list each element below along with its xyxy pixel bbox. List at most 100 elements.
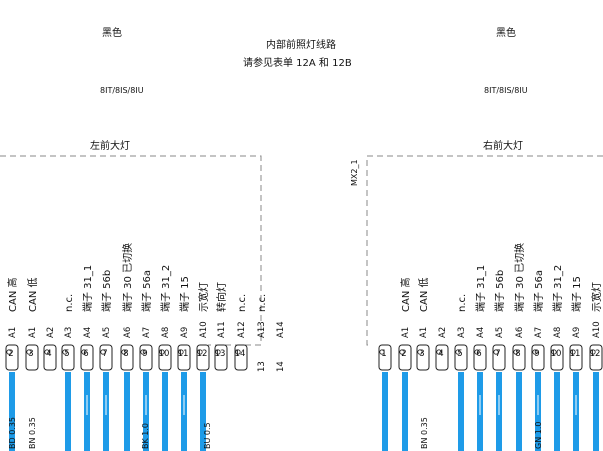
pin-marker xyxy=(493,349,499,355)
pin-marker xyxy=(215,349,221,355)
pin-marker xyxy=(62,349,68,355)
pin-number: 5 xyxy=(64,349,69,359)
pin-number: 14 xyxy=(276,361,286,372)
wire xyxy=(65,372,71,451)
pin-marker xyxy=(178,349,184,355)
pin-number: 6 xyxy=(83,349,88,359)
pin-code-label: A10 xyxy=(592,321,602,338)
pin-code-label: A4 xyxy=(83,327,93,338)
pin-number: 7 xyxy=(495,349,500,359)
pin-marker xyxy=(26,349,32,355)
pin-code-label: A3 xyxy=(457,327,467,338)
pin-function-label: n.c. xyxy=(457,294,468,312)
pin-function-label: n.c. xyxy=(237,294,248,312)
pin-code-label: A13 xyxy=(257,321,267,338)
wire xyxy=(402,372,408,451)
wire xyxy=(516,372,522,451)
pin-function-label: 端子 30 已切换 xyxy=(513,243,526,312)
pin-number: 8 xyxy=(123,349,128,359)
pin-code-label: A5 xyxy=(495,327,505,338)
pin-marker xyxy=(417,349,423,355)
pin-function-label: 端子 31_2 xyxy=(159,265,172,312)
pin-number: 7 xyxy=(102,349,107,359)
pin-marker xyxy=(474,349,480,355)
pin-function-label: CAN 低 xyxy=(417,278,430,312)
pin-marker xyxy=(513,349,519,355)
wire xyxy=(382,372,388,451)
wire xyxy=(124,372,130,451)
pin-code-label: A11 xyxy=(217,321,227,338)
pin-function-label: 端子 15 xyxy=(570,276,583,312)
wire-label: BN 0.35 xyxy=(28,417,37,449)
pin-code-label: A6 xyxy=(123,327,133,338)
pin-function-label: 端子 56a xyxy=(532,270,545,312)
pin-number: 12 xyxy=(590,349,601,359)
right-code-label: 8IT/8IS/8IU xyxy=(484,86,528,95)
pin-marker xyxy=(140,349,146,355)
pin-function-label: CAN 高 xyxy=(399,278,412,312)
right-connector-id: MX2_1 xyxy=(350,159,359,186)
right-lamp-title: 右前大灯 xyxy=(483,139,523,152)
pin-number: 2 xyxy=(8,349,13,359)
pin-code-label: A1 xyxy=(419,327,429,338)
pin-marker xyxy=(379,349,385,355)
pin-function-label: 端子 15 xyxy=(178,276,191,312)
pin-code-label: A4 xyxy=(476,327,486,338)
pin-code-label: A2 xyxy=(438,327,448,338)
pin-number: 4 xyxy=(438,349,443,359)
pin-code-label: A1 xyxy=(8,327,18,338)
pin-marker xyxy=(100,349,106,355)
left-color-label: 黑色 xyxy=(102,26,122,39)
pin-marker xyxy=(570,349,576,355)
pin-number: 3 xyxy=(419,349,424,359)
pin-marker xyxy=(6,349,12,355)
pin-number: 5 xyxy=(457,349,462,359)
pin-function-label: 端子 56b xyxy=(100,270,113,312)
pin-code-label: A10 xyxy=(199,321,209,338)
pin-number: 2 xyxy=(401,349,406,359)
pin-marker xyxy=(44,349,50,355)
pin-function-label: 示宽灯 xyxy=(197,282,210,312)
pin-number: 11 xyxy=(570,349,581,359)
pin-number: 1 xyxy=(381,349,386,359)
pin-code-label: A6 xyxy=(515,327,525,338)
pin-code-label: A5 xyxy=(102,327,112,338)
diagram-title: 内部前照灯线路 xyxy=(266,38,336,51)
pin-number: 10 xyxy=(551,349,562,359)
pin-code-label: A12 xyxy=(237,321,247,338)
pin-function-label: n.c. xyxy=(64,294,75,312)
wire-label: BK 1.0 xyxy=(141,423,150,449)
pin-function-label: 示宽灯 xyxy=(590,282,603,312)
wire xyxy=(458,372,464,451)
pin-number: 8 xyxy=(515,349,520,359)
pin-code-label: A7 xyxy=(142,327,152,338)
right-lamp-boundary xyxy=(366,155,603,346)
pin-code-label: A9 xyxy=(180,327,190,338)
pin-marker xyxy=(551,349,557,355)
wire xyxy=(162,372,168,451)
pin-marker xyxy=(532,349,538,355)
pin-function-label: 转向灯 xyxy=(215,282,228,312)
pin-number: 6 xyxy=(476,349,481,359)
pin-marker xyxy=(235,349,241,355)
left-lamp-boundary xyxy=(0,155,262,346)
pin-number: 13 xyxy=(215,349,226,359)
pin-function-label: CAN 低 xyxy=(26,278,39,312)
wire-label: BN 0.35 xyxy=(420,417,429,449)
pin-number: 9 xyxy=(142,349,147,359)
pin-code-label: A14 xyxy=(276,321,286,338)
wire xyxy=(200,372,206,451)
pin-code-label: A7 xyxy=(534,327,544,338)
diagram-subtitle: 请参见表单 12A 和 12B xyxy=(243,56,352,69)
pin-function-label: 端子 31_2 xyxy=(551,265,564,312)
pin-code-label: A3 xyxy=(64,327,74,338)
pin-number: 3 xyxy=(28,349,33,359)
wire xyxy=(554,372,560,451)
pin-marker xyxy=(197,349,203,355)
pin-marker xyxy=(590,349,596,355)
pin-number: 14 xyxy=(235,349,246,359)
wire xyxy=(593,372,599,451)
right-color-label: 黑色 xyxy=(496,26,516,39)
